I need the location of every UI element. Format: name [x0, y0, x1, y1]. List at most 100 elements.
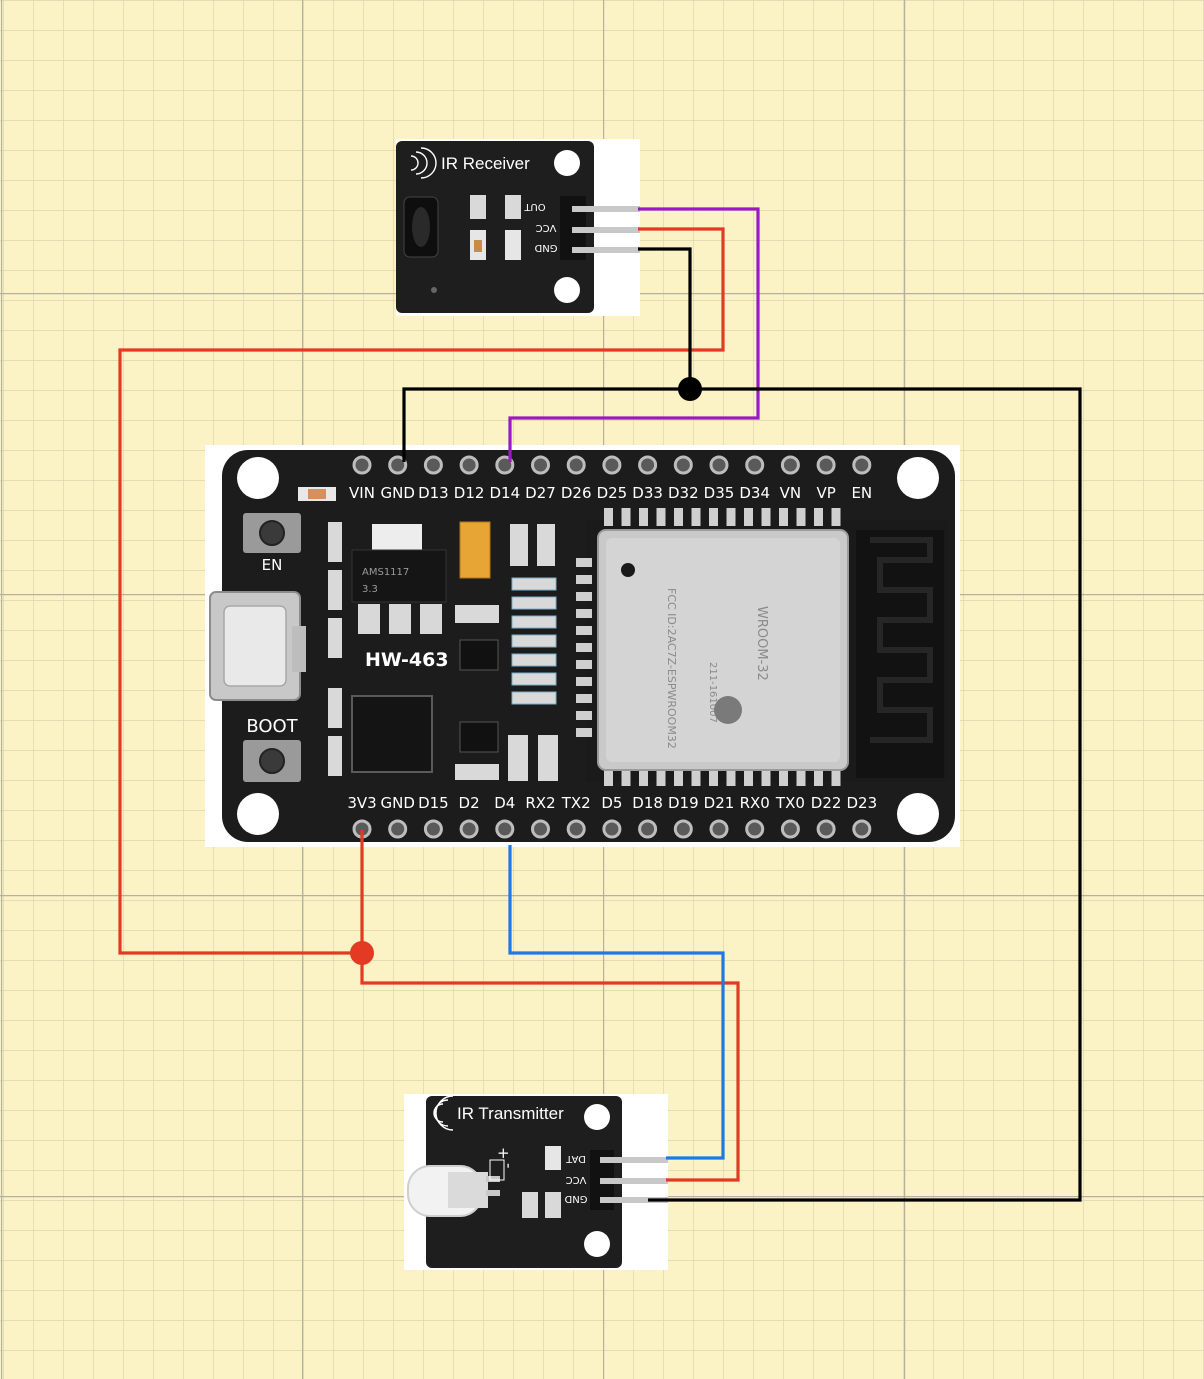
- top-pin-en-14[interactable]: [852, 455, 872, 475]
- top-pin-label-vp-13: VP: [816, 484, 835, 502]
- top-pin-label-d12-3: D12: [454, 484, 485, 502]
- wire-receiver-out-to-d14[interactable]: [508, 207, 760, 462]
- wire-receiver-vcc-to-3v3[interactable]: [118, 227, 725, 955]
- ir-led-plus-mark: +: [497, 1144, 510, 1162]
- module-pad-bottom-7: [726, 770, 736, 786]
- module-pad-left-6: [576, 660, 592, 669]
- bottom-pin-label-d4-4: D4: [494, 794, 515, 812]
- vcc-junction-dot[interactable]: [350, 941, 374, 965]
- regulator-tab: [372, 524, 422, 550]
- module-pad-left-8: [576, 694, 592, 703]
- ir-transmitter-label-gnd: GND: [564, 1193, 587, 1204]
- bottom-pin-label-gnd-1: GND: [380, 794, 414, 812]
- top-pin-vp-13[interactable]: [816, 455, 836, 475]
- ir-transmitter-module: IR Transmitter + - DAT VCC GND: [404, 1094, 668, 1270]
- module-pad-left-10: [576, 728, 592, 737]
- boot-button-label: BOOT: [246, 716, 298, 737]
- smd-components: [328, 522, 558, 781]
- module-pad-left-5: [576, 643, 592, 652]
- bottom-pin-d18-8[interactable]: [638, 819, 658, 839]
- wire-gnd-bus[interactable]: [402, 387, 1082, 1202]
- module-pad-top-8: [744, 508, 753, 526]
- ir-transmitter-hole-top: [584, 1104, 610, 1130]
- module-name-text: WROOM-32: [754, 606, 769, 681]
- wire-d4-to-transmitter-dat[interactable]: [508, 845, 725, 1160]
- top-pin-d27-5[interactable]: [531, 455, 550, 475]
- top-pin-label-d33-8: D33: [632, 484, 663, 502]
- bottom-pin-d22-13[interactable]: [816, 819, 836, 839]
- top-pin-d34-11[interactable]: [745, 455, 765, 475]
- module-pad-bottom-5: [691, 770, 701, 786]
- bottom-pin-d4-4[interactable]: [495, 819, 515, 839]
- resistor-6: [511, 691, 557, 705]
- mount-hole-bl: [237, 793, 279, 835]
- top-pin-d12-3[interactable]: [459, 455, 479, 475]
- module-pad-top-0: [604, 508, 613, 526]
- pcb-antenna: [870, 537, 933, 743]
- ir-transmitter-pin-vcc: [600, 1178, 668, 1184]
- module-pad-top-1: [621, 508, 631, 526]
- wires: [118, 207, 1082, 1202]
- bottom-pin-gnd-1[interactable]: [388, 819, 408, 839]
- top-pin-label-en-14: EN: [851, 484, 872, 502]
- ir-led-leg-1: [486, 1176, 500, 1182]
- module-pad-top-2: [639, 508, 648, 526]
- bottom-pin-d5-7[interactable]: [602, 819, 622, 839]
- ir-receiver-hole-bottom: [554, 277, 580, 303]
- top-pin-vin-0[interactable]: [352, 455, 372, 475]
- bottom-pin-tx2-6[interactable]: [566, 819, 586, 839]
- top-pin-d25-7[interactable]: [602, 455, 622, 475]
- module-pad-bottom-10: [779, 770, 788, 786]
- bottom-pin-rx2-5[interactable]: [531, 819, 550, 839]
- ir-led-polarity-box: [489, 1159, 505, 1181]
- board-name: HW-463: [365, 649, 449, 671]
- module-pad-bottom-1: [621, 770, 631, 786]
- module-pad-bottom-8: [744, 770, 753, 786]
- top-pin-d32-9[interactable]: [673, 455, 693, 475]
- ir-transmitter-pin-dat: [600, 1157, 668, 1163]
- top-pin-gnd-1[interactable]: [388, 455, 408, 475]
- ir-receiver-pin-gnd: [572, 247, 640, 253]
- module-pad-bottom-2: [639, 770, 648, 786]
- ir-transmitter-label-vcc: VCC: [566, 1174, 587, 1185]
- bottom-pin-d2-3[interactable]: [459, 819, 479, 839]
- bottom-pin-label-tx2-6: TX2: [561, 794, 591, 812]
- en-button-cap[interactable]: [259, 520, 285, 546]
- bottom-pin-d21-10[interactable]: [709, 819, 729, 839]
- module-pad-bottom-6: [709, 770, 718, 786]
- top-pin-d26-6[interactable]: [566, 455, 586, 475]
- bottom-pin-label-d15-2: D15: [418, 794, 449, 812]
- power-led-lens: [308, 489, 326, 499]
- ir-receiver-led-body: [474, 240, 482, 252]
- wire-receiver-gnd[interactable]: [638, 247, 692, 389]
- module-pad-left-7: [576, 677, 592, 686]
- bottom-pin-label-d5-7: D5: [601, 794, 622, 812]
- top-header: [352, 455, 872, 475]
- signal-waves-icon: [433, 1095, 454, 1131]
- bottom-pin-tx0-12[interactable]: [780, 819, 800, 839]
- ir-transmitter-led: [545, 1146, 561, 1170]
- top-pin-label-vn-12: VN: [780, 484, 801, 502]
- regulator-body: [351, 549, 447, 603]
- module-pad-top-12: [814, 508, 823, 526]
- top-pin-d13-2[interactable]: [423, 455, 443, 475]
- module-pad-bottom-12: [814, 770, 823, 786]
- ir-transmitter-resistor-2: [545, 1192, 561, 1218]
- boot-button-cap[interactable]: [259, 748, 285, 774]
- bottom-pin-rx0-11[interactable]: [745, 819, 765, 839]
- wire-transmitter-vcc-to-3v3[interactable]: [360, 830, 740, 1182]
- top-pin-label-vin-0: VIN: [349, 484, 375, 502]
- top-pin-vn-12[interactable]: [780, 455, 800, 475]
- top-pin-d33-8[interactable]: [638, 455, 658, 475]
- top-pin-label-d34-11: D34: [739, 484, 770, 502]
- module-pad-top-9: [761, 508, 771, 526]
- gnd-junction-dot[interactable]: [678, 377, 702, 401]
- module-pad-bottom-4: [674, 770, 683, 786]
- bottom-pin-d15-2[interactable]: [423, 819, 443, 839]
- bottom-pin-d19-9[interactable]: [673, 819, 693, 839]
- bottom-pin-d23-14[interactable]: [852, 819, 872, 839]
- ir-transmitter-resistor-1: [522, 1192, 538, 1218]
- ir-transmitter-label-dat: DAT: [565, 1153, 586, 1164]
- top-pin-d35-10[interactable]: [709, 455, 729, 475]
